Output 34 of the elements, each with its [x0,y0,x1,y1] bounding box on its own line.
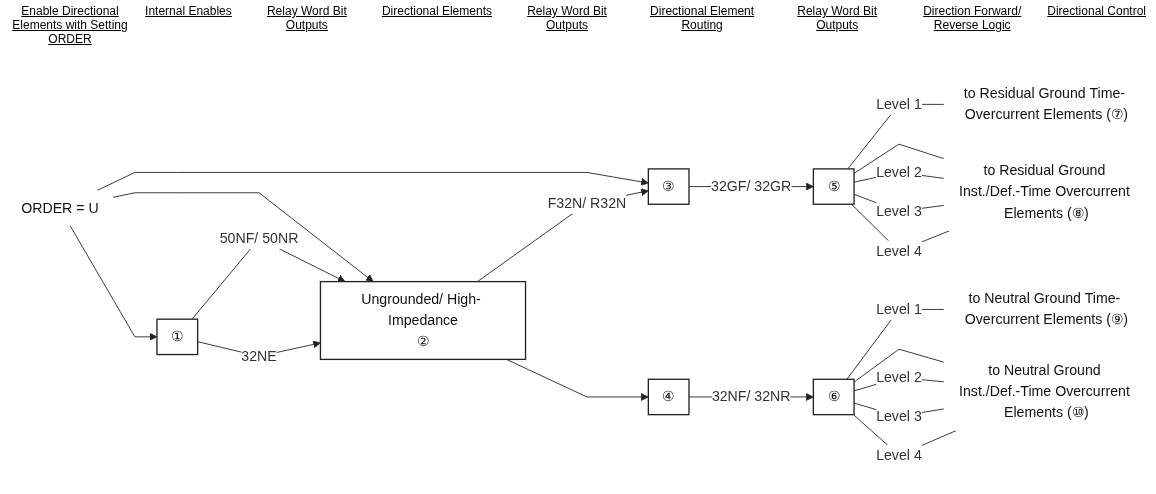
edge-label: 50NF/ 50NR [219,230,299,246]
edge-label: 32NF/ 32NR [711,389,791,405]
node-box: ⑤ [812,168,855,205]
edge-label: Level 3 [876,408,922,424]
edge-label: Level 2 [876,164,922,180]
node-box: ⑥ [812,378,855,416]
column-heading: Relay Word Bit Outputs [526,4,608,34]
node-text: ORDER = U [21,200,99,216]
node-text: to Residual Ground Inst./Def.-Time Overcurrent Elements (⑧) [959,162,1130,221]
node-text: to Neutral Ground Inst./Def.-Time Overcurrent Elements (⑩) [959,362,1130,420]
column-heading: Directional Elements [381,4,492,20]
edge-label: Level 1 [876,96,922,112]
column-heading: Enable Directional Elements with Setting ORDER [11,4,129,46]
connector [853,348,945,383]
column-heading: Internal Enables [145,4,232,20]
node-box: ① [156,318,199,356]
node-text: to Neutral Ground Time- Overcurrent Elements (⑨) [964,290,1129,328]
node-box: ④ [647,378,690,416]
column-heading: Relay Word Bit Outputs [265,4,348,34]
edge-label: F32N/ R32N [547,195,627,211]
column-heading: Direction Forward/ Reverse Logic [922,4,1023,34]
edge-label: 32NE [241,348,277,364]
column-heading: Directional Element Routing [649,4,756,34]
column-heading: Directional Control [1047,4,1146,20]
node-box: Ungrounded/ High- Impedance ② [319,280,527,361]
edge-label: Level 2 [876,369,922,385]
edge-label: 32GF/ 32GR [711,178,792,194]
edge-label: Level 4 [876,243,922,259]
node-text: to Residual Ground Time- Overcurrent Elements (⑦) [963,85,1129,123]
node-box: ③ [647,168,690,205]
edge-label: Level 4 [876,447,922,463]
column-heading: Relay Word Bit Outputs [796,4,879,34]
edge-label: Level 3 [876,203,922,219]
edge-label: Level 1 [876,301,922,317]
